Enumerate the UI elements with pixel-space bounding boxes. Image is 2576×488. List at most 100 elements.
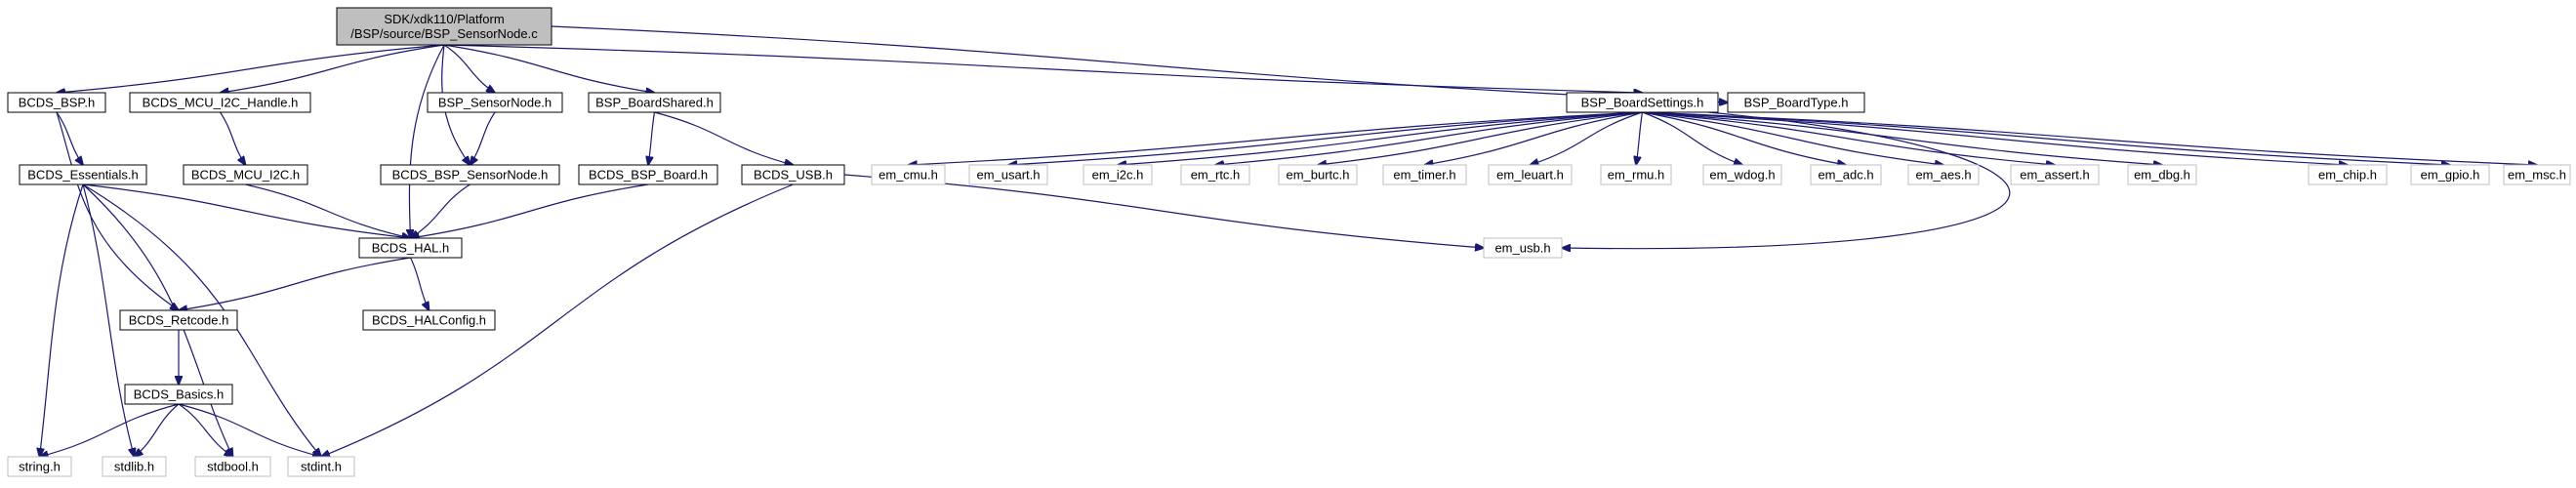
node-label: em_timer.h: [1393, 168, 1455, 183]
node-label: /BSP/source/BSP_SensorNode.c: [350, 26, 538, 41]
node-em-i2c[interactable]: em_i2c.h: [1083, 164, 1153, 185]
node-label: em_i2c.h: [1092, 168, 1144, 183]
edge-bsp_boardsettings-to-em_assert: [1642, 111, 2056, 165]
node-box[interactable]: [380, 164, 560, 185]
node-bcds-hal[interactable]: BCDS_HAL.h: [358, 237, 463, 259]
node-em-aes[interactable]: em_aes.h: [1907, 164, 1980, 185]
node-box[interactable]: [194, 456, 271, 477]
edge-bsp_boardsettings-to-em_usart: [1008, 111, 1643, 165]
node-box[interactable]: [124, 384, 233, 405]
node-box[interactable]: [7, 456, 72, 477]
node-box[interactable]: [871, 164, 946, 185]
node-box[interactable]: [287, 456, 355, 477]
edge-bsp_boardsettings-to-em_chip: [1642, 111, 2349, 165]
node-em-burtc[interactable]: em_burtc.h: [1278, 164, 1358, 185]
node-em-dbg[interactable]: em_dbg.h: [2127, 164, 2197, 185]
node-box[interactable]: [2503, 164, 2571, 185]
node-box[interactable]: [427, 92, 563, 113]
edge-bcds_usb-to-stdint_h: [321, 183, 794, 457]
node-box[interactable]: [1727, 92, 1865, 113]
node-bcds-bsp-board[interactable]: BCDS_BSP_Board.h: [578, 164, 718, 185]
node-em-rmu[interactable]: em_rmu.h: [1600, 164, 1672, 185]
edge-root-to-mcu_i2c_handle: [221, 44, 445, 93]
node-box[interactable]: [578, 164, 718, 185]
edge-bsp_boardsettings-to-em_wdog: [1642, 111, 1743, 165]
node-box[interactable]: [1907, 164, 1980, 185]
node-label: BCDS_USB.h: [754, 168, 833, 183]
node-box[interactable]: [1483, 237, 1563, 259]
edge-bsp_boardsettings-to-em_cmu: [909, 111, 1643, 165]
node-box[interactable]: [588, 92, 721, 113]
node-box[interactable]: [119, 309, 238, 331]
node-mcu-i2c-handle[interactable]: BCDS_MCU_I2C_Handle.h: [129, 92, 311, 113]
node-box[interactable]: [129, 92, 311, 113]
node-em-timer[interactable]: em_timer.h: [1382, 164, 1467, 185]
node-box[interactable]: [1600, 164, 1672, 185]
edge-mcu_i2c-to-bcds_hal: [245, 183, 411, 238]
node-bsp-sensornode[interactable]: BSP_SensorNode.h: [427, 92, 563, 113]
edge-bsp_boardsettings-to-em_i2c: [1118, 111, 1643, 165]
node-box[interactable]: [1382, 164, 1467, 185]
node-box[interactable]: [2010, 164, 2100, 185]
edge-bcds_basics-to-stdint_h: [178, 403, 321, 457]
node-box[interactable]: [7, 92, 106, 113]
node-box[interactable]: [2127, 164, 2197, 185]
node-em-leuart[interactable]: em_leuart.h: [1488, 164, 1573, 185]
node-em-msc[interactable]: em_msc.h: [2503, 164, 2571, 185]
node-stdbool-h[interactable]: stdbool.h: [194, 456, 271, 477]
node-box[interactable]: [741, 164, 845, 185]
node-bcds-retcode[interactable]: BCDS_Retcode.h: [119, 309, 238, 331]
node-box[interactable]: [19, 164, 147, 185]
node-string-h[interactable]: string.h: [7, 456, 72, 477]
node-box[interactable]: [2410, 164, 2490, 185]
node-em-adc[interactable]: em_adc.h: [1810, 164, 1882, 185]
node-bcds-bsp-sensornode[interactable]: BCDS_BSP_SensorNode.h: [380, 164, 560, 185]
node-stdlib-h[interactable]: stdlib.h: [102, 456, 167, 477]
edge-bsp_boardsettings-to-em_adc: [1642, 111, 1847, 165]
node-label: em_assert.h: [2020, 168, 2090, 183]
node-bcds-usb[interactable]: BCDS_USB.h: [741, 164, 845, 185]
node-box[interactable]: [358, 237, 463, 259]
node-em-chip[interactable]: em_chip.h: [2308, 164, 2388, 185]
node-box[interactable]: [362, 309, 496, 331]
node-mcu-i2c[interactable]: BCDS_MCU_I2C.h: [183, 164, 308, 185]
edge-bsp_boardsettings-to-em_burtc: [1318, 111, 1643, 165]
node-label: em_usart.h: [976, 168, 1040, 183]
edge-bcds_hal-to-bcds_retcode: [179, 257, 411, 310]
node-bcds-bsp[interactable]: BCDS_BSP.h: [7, 92, 106, 113]
node-box[interactable]: [1180, 164, 1250, 185]
edge-bcds_hal-to-bcds_halconfig: [409, 257, 429, 310]
node-bsp-boardshared[interactable]: BSP_BoardShared.h: [588, 92, 721, 113]
node-box[interactable]: [1702, 164, 1782, 185]
node-bcds-essentials[interactable]: BCDS_Essentials.h: [19, 164, 147, 185]
node-box[interactable]: [1566, 92, 1719, 113]
node-stdint-h[interactable]: stdint.h: [287, 456, 355, 477]
node-em-wdog[interactable]: em_wdog.h: [1702, 164, 1782, 185]
node-bsp-boardtype[interactable]: BSP_BoardType.h: [1727, 92, 1865, 113]
node-box[interactable]: [1083, 164, 1153, 185]
node-box[interactable]: [336, 7, 552, 46]
node-em-cmu[interactable]: em_cmu.h: [871, 164, 946, 185]
node-box[interactable]: [968, 164, 1048, 185]
node-em-usart[interactable]: em_usart.h: [968, 164, 1048, 185]
node-label: em_usb.h: [1494, 241, 1550, 256]
node-em-usb[interactable]: em_usb.h: [1483, 237, 1563, 259]
node-box[interactable]: [1810, 164, 1882, 185]
node-box[interactable]: [2308, 164, 2388, 185]
edge-bcds_essentials-to-bcds_hal: [82, 183, 411, 238]
node-box[interactable]: [1278, 164, 1358, 185]
node-em-rtc[interactable]: em_rtc.h: [1180, 164, 1250, 185]
edge-bcds_bsp-to-bcds_essentials: [56, 111, 83, 165]
node-em-assert[interactable]: em_assert.h: [2010, 164, 2100, 185]
node-bsp-boardsettings[interactable]: BSP_BoardSettings.h: [1566, 92, 1719, 113]
node-box[interactable]: [102, 456, 167, 477]
edge-bsp_boardsettings-to-em_rmu: [1636, 111, 1644, 165]
node-bcds-basics[interactable]: BCDS_Basics.h: [124, 384, 233, 405]
node-box[interactable]: [1488, 164, 1573, 185]
node-em-gpio[interactable]: em_gpio.h: [2410, 164, 2490, 185]
edge-bsp_boardsettings-to-em_usb: [1562, 111, 2011, 249]
node-bcds-halconfig[interactable]: BCDS_HALConfig.h: [362, 309, 496, 331]
node-root[interactable]: SDK/xdk110/Platform/BSP/source/BSP_Senso…: [336, 7, 552, 46]
node-box[interactable]: [183, 164, 308, 185]
